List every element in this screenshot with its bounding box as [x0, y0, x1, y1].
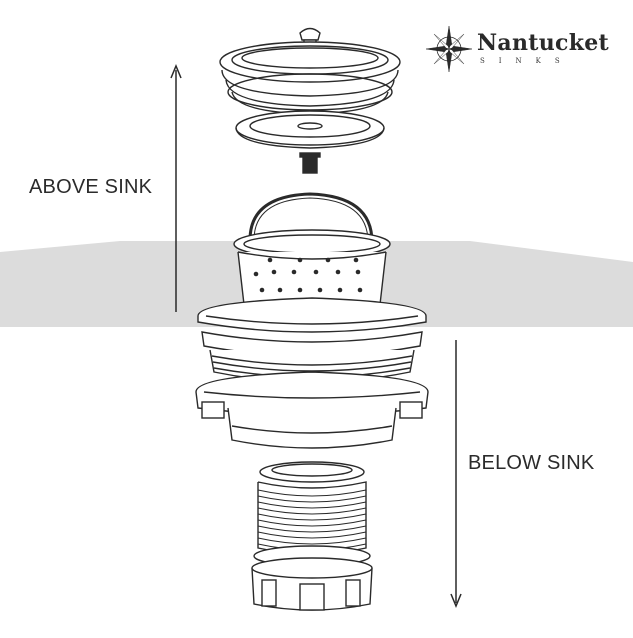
compass-rose-icon: [425, 25, 473, 73]
locknut: [195, 371, 429, 449]
above-arrow: [170, 64, 182, 312]
above-sink-label: ABOVE SINK: [29, 176, 153, 198]
stopper-cap: [219, 27, 401, 115]
sink-flange: [197, 297, 427, 333]
tail-washer: [259, 461, 365, 483]
brand-name: Nantucket: [477, 30, 610, 56]
brand-logo: Nantucket SINKS: [424, 24, 614, 73]
threaded-tailpiece: [257, 481, 367, 555]
post-stem: [299, 152, 321, 174]
slip-nut: [251, 545, 373, 611]
below-sink-label: BELOW SINK: [468, 452, 595, 474]
brand-subtitle: SINKS: [480, 57, 574, 65]
seal-disc: [235, 110, 385, 149]
below-arrow: [450, 340, 462, 608]
